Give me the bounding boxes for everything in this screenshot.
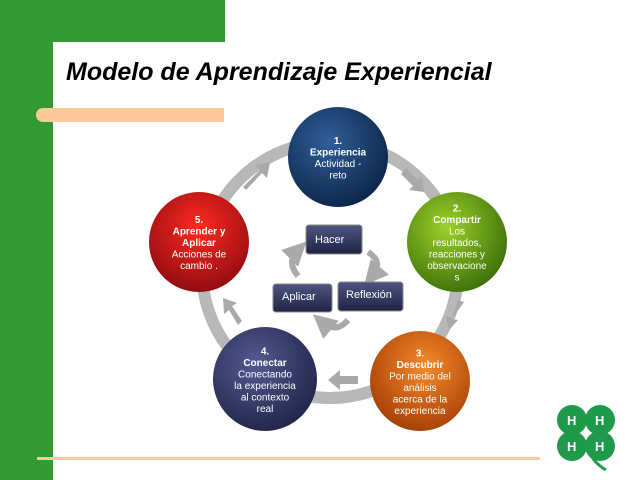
step-heading: Aplicar xyxy=(182,238,216,249)
inner-arrow-icon xyxy=(312,314,351,339)
step-description: resultados, xyxy=(433,238,482,249)
step-heading: Compartir xyxy=(433,215,481,226)
inner-box-reflexion: Reflexión xyxy=(337,281,404,312)
sidebar-green-band xyxy=(0,0,53,480)
inner-label: Aplicar xyxy=(282,291,316,303)
arrow-icon xyxy=(328,370,358,390)
step-description: Los xyxy=(449,227,465,238)
svg-text:H: H xyxy=(567,413,576,428)
step-heading: 1. xyxy=(334,136,343,147)
inner-arrow-icon xyxy=(364,249,389,286)
step-circle xyxy=(288,107,388,207)
step-heading: Conectar xyxy=(243,358,286,369)
step-description: Actividad - xyxy=(315,159,362,170)
footer-line xyxy=(37,457,540,460)
step-heading: 2. xyxy=(453,204,462,215)
arrow-icon xyxy=(223,298,242,325)
step-description: análisis xyxy=(403,383,436,394)
step-heading: 4. xyxy=(261,346,270,357)
arrow-icon xyxy=(243,162,270,190)
inner-box-hacer: Hacer xyxy=(305,224,363,255)
step-description: al contexto xyxy=(241,392,290,403)
step-heading: Experiencia xyxy=(310,147,367,158)
step-circle xyxy=(213,327,317,431)
step-heading: Descubrir xyxy=(397,360,444,371)
step-description: experiencia xyxy=(394,406,446,417)
step-description: real xyxy=(257,404,274,415)
step-description: acerca de la xyxy=(393,394,448,405)
step-description: reto xyxy=(329,170,347,181)
svg-text:H: H xyxy=(567,439,576,454)
step-heading: 5. xyxy=(195,215,204,226)
arrow-icon xyxy=(401,168,424,192)
cycle-arrows xyxy=(223,162,464,390)
step-description: s xyxy=(455,273,460,284)
step-circle xyxy=(149,192,249,292)
step-description: Por medio del xyxy=(389,371,451,382)
step-heading: 3. xyxy=(416,348,425,359)
step-description: observacione xyxy=(427,261,487,272)
svg-text:H: H xyxy=(595,439,604,454)
step-description: cambio . xyxy=(180,261,218,272)
step-description: Acciones de xyxy=(172,250,227,261)
step-circle xyxy=(370,331,470,431)
step-heading: Aprender y xyxy=(173,227,226,238)
inner-label: Hacer xyxy=(315,234,345,246)
inner-arrow-icon xyxy=(281,241,307,278)
inner-label: Reflexión xyxy=(346,289,392,301)
step-circle xyxy=(407,192,507,292)
step-description: reacciones y xyxy=(429,250,485,261)
svg-text:H: H xyxy=(595,413,604,428)
slide-title: Modelo de Aprendizaje Experiencial xyxy=(66,58,492,86)
step-description: la experiencia xyxy=(234,381,296,392)
arrow-icon xyxy=(446,300,464,330)
title-accent-bar xyxy=(36,108,224,122)
inner-box-aplicar: Aplicar xyxy=(272,283,333,313)
step-description: Conectando xyxy=(238,369,292,380)
